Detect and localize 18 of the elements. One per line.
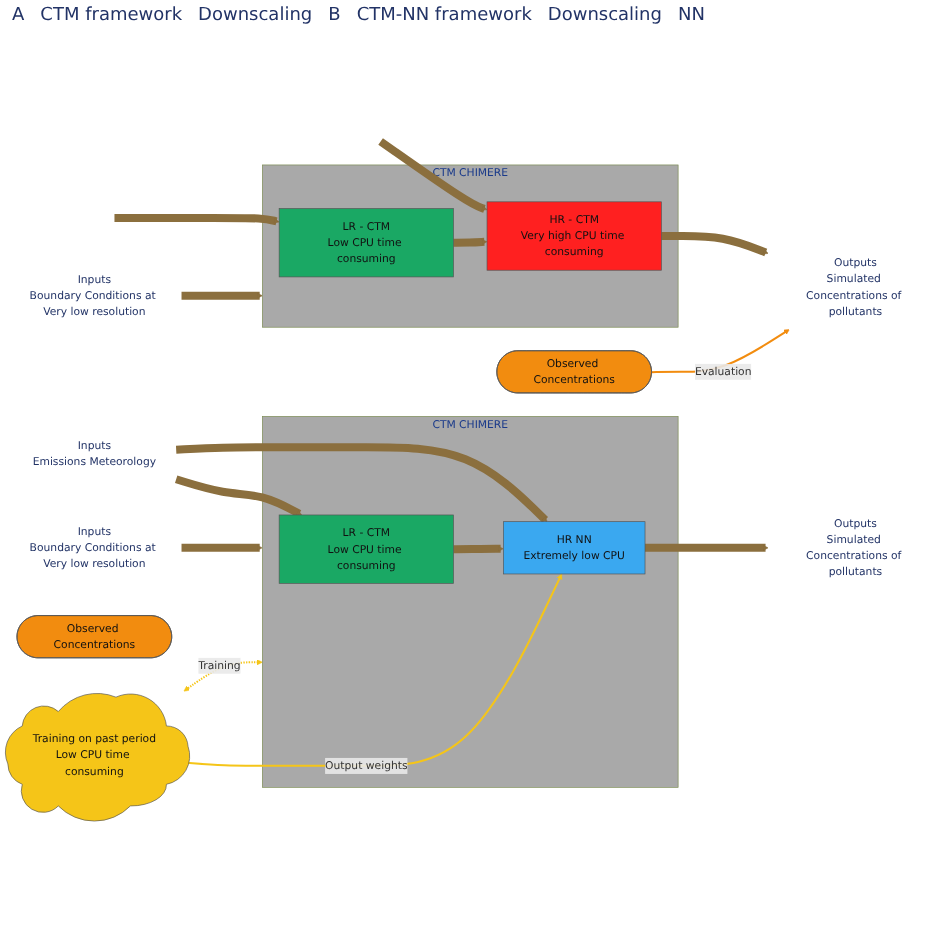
diagram-label: Downscaling — [198, 6, 313, 26]
arrow — [175, 444, 549, 524]
arrow — [660, 232, 769, 257]
diagram-label: NN — [677, 6, 705, 26]
arrow — [114, 214, 280, 226]
arrow — [183, 660, 263, 693]
diagram-label: CTM framework — [40, 6, 183, 26]
arrow — [452, 238, 488, 248]
arrow — [181, 292, 263, 301]
arrow — [378, 138, 488, 214]
arrow — [174, 476, 302, 519]
arrow — [452, 545, 504, 554]
diagram-label: A — [12, 6, 25, 26]
arrow — [181, 544, 263, 553]
diagram-label: CTM-NN framework — [356, 6, 532, 26]
diagram-label: Downscaling — [547, 6, 662, 26]
diagram-label: B — [328, 6, 341, 26]
arrow — [645, 544, 769, 553]
